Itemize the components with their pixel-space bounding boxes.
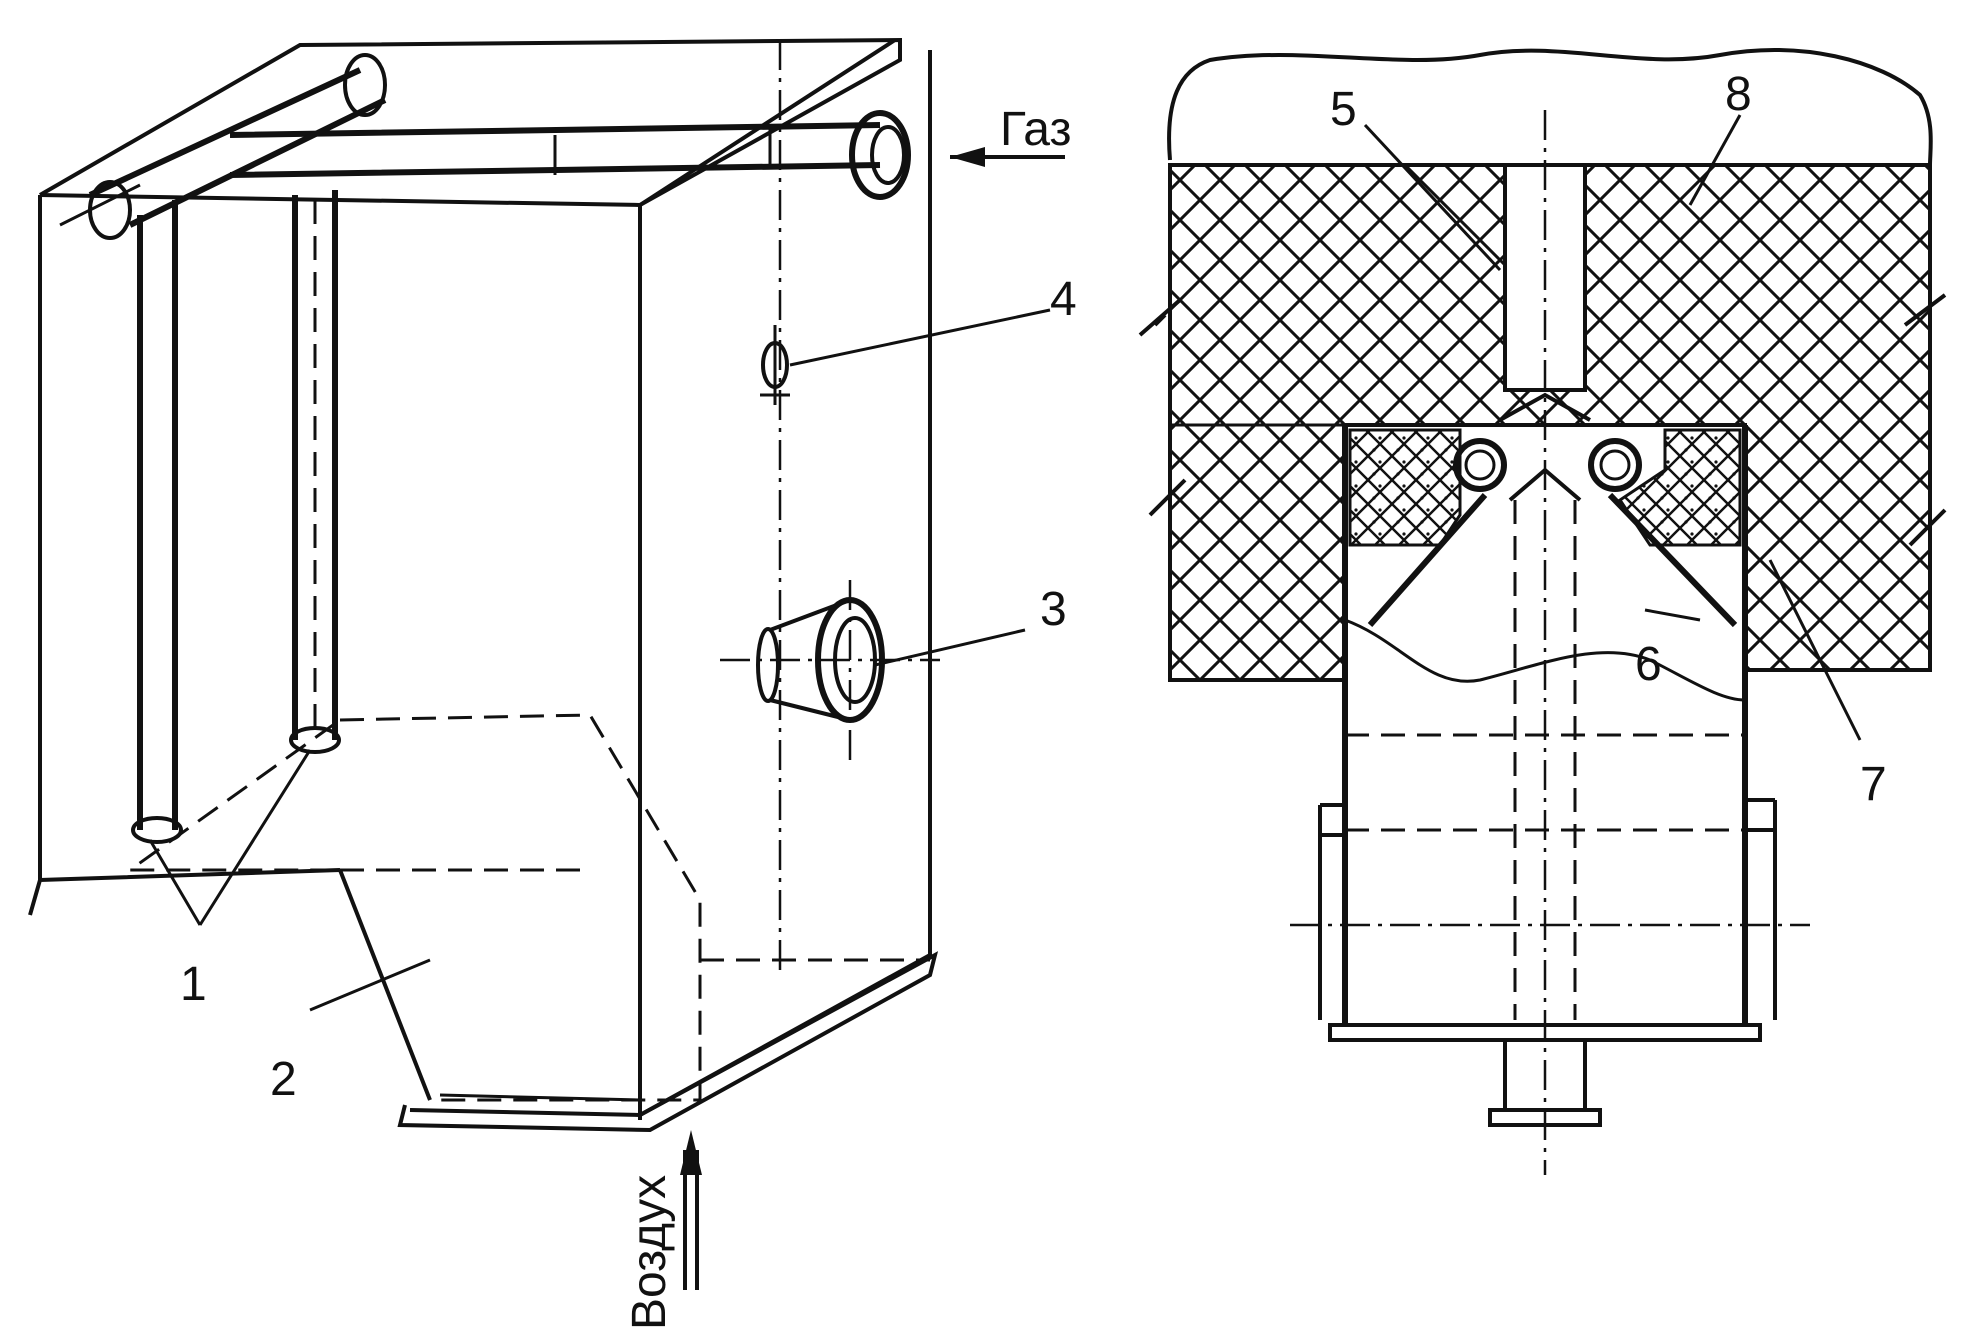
left-view-burner-box: Газ Воздух 1 2 3 4 bbox=[28, 37, 1077, 1330]
refractory-wall-8 bbox=[1168, 163, 1932, 682]
gas-channel-5 bbox=[1503, 165, 1587, 390]
gas-flow-arrow bbox=[950, 147, 1065, 167]
box-front-panel bbox=[638, 50, 932, 1119]
right-view-section: 5 6 7 8 bbox=[1138, 48, 1947, 1175]
gas-tube-left bbox=[1453, 438, 1507, 492]
peephole-4 bbox=[760, 325, 790, 405]
air-flow-arrow bbox=[680, 1130, 702, 1290]
bottom-nozzle bbox=[1488, 1040, 1602, 1127]
cone-deflector-6 bbox=[1367, 492, 1738, 628]
burner-tube-right bbox=[289, 190, 341, 754]
callout-5: 5 bbox=[1330, 83, 1357, 136]
burner-tube-left bbox=[131, 200, 183, 844]
insert-left bbox=[1348, 428, 1462, 547]
box-left-wall bbox=[28, 195, 341, 916]
callout-2: 2 bbox=[270, 1053, 297, 1106]
gas-inlet-fitting bbox=[849, 110, 911, 200]
break-line bbox=[1167, 48, 1933, 166]
callout-6: 6 bbox=[1635, 638, 1662, 691]
callout-7: 7 bbox=[1860, 758, 1887, 811]
ignition-nozzle-3 bbox=[720, 580, 940, 760]
gas-tube-right bbox=[1588, 438, 1642, 492]
callout-8: 8 bbox=[1725, 68, 1752, 121]
callout-3: 3 bbox=[1040, 583, 1067, 636]
gas-label: Газ bbox=[1000, 103, 1071, 156]
callout-1: 1 bbox=[180, 958, 207, 1011]
box-bottom-flange bbox=[397, 951, 939, 1133]
box-top-edge bbox=[39, 38, 897, 207]
air-inlet-hidden-box bbox=[125, 713, 930, 1102]
air-label: Воздух bbox=[623, 1175, 676, 1330]
insert-right bbox=[1617, 428, 1742, 547]
callout-4: 4 bbox=[1050, 273, 1077, 326]
